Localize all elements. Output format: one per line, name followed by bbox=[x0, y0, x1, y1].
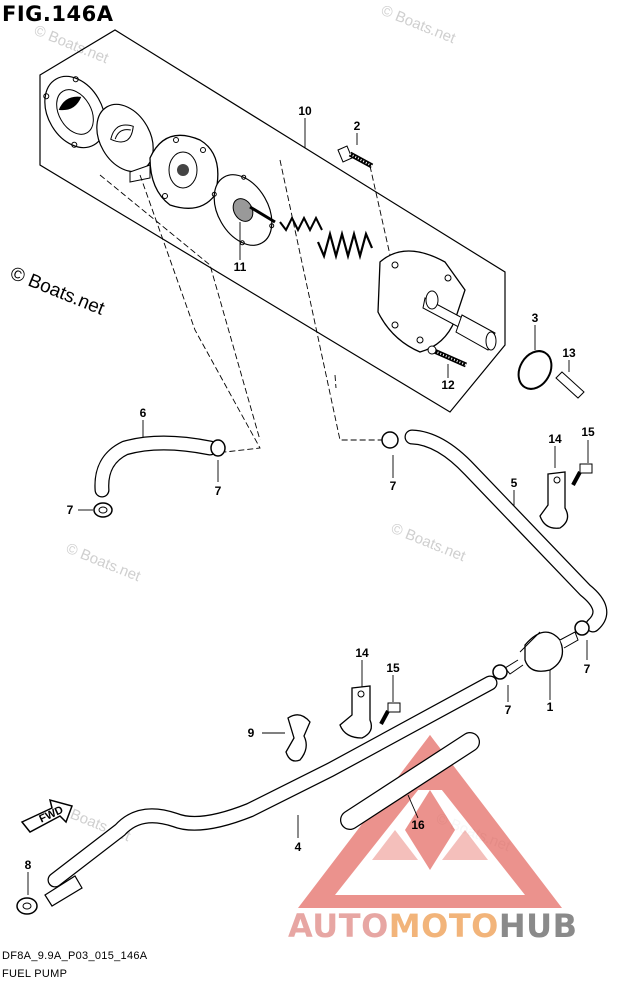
bolt-15 bbox=[379, 702, 401, 725]
callout-4: 4 bbox=[294, 840, 302, 854]
callout-14: 14 bbox=[548, 432, 562, 446]
callout-16: 16 bbox=[411, 818, 425, 832]
brand-part-auto: AUTO bbox=[288, 907, 389, 945]
callout-14: 14 bbox=[355, 646, 369, 660]
exploded-view-frame bbox=[39, 29, 506, 413]
fwd-label: FWD bbox=[37, 804, 65, 825]
callout-2: 2 bbox=[353, 119, 361, 133]
screw-12 bbox=[427, 345, 468, 368]
callout-6: 6 bbox=[139, 406, 147, 420]
small-spring bbox=[279, 215, 323, 233]
callout-9: 9 bbox=[247, 726, 255, 740]
reference-lines bbox=[99, 159, 391, 453]
callout-13: 13 bbox=[562, 346, 576, 360]
hose-clamp bbox=[492, 664, 508, 680]
diagram-caption: FUEL PUMP bbox=[2, 968, 68, 980]
callout-7: 7 bbox=[583, 662, 591, 676]
brand-part-hub: HUB bbox=[498, 907, 578, 945]
large-spring bbox=[316, 229, 374, 261]
hose-clamp bbox=[381, 431, 399, 449]
hose-bracket-14 bbox=[539, 471, 569, 529]
callout-12: 12 bbox=[441, 378, 455, 392]
callout-15: 15 bbox=[386, 661, 400, 675]
pump-diaphragm bbox=[96, 103, 154, 173]
hose-bracket-14 bbox=[339, 685, 373, 739]
pin-13 bbox=[555, 371, 585, 399]
callout-3: 3 bbox=[531, 311, 539, 325]
hose-clamp bbox=[574, 620, 590, 636]
pump-cover bbox=[377, 250, 471, 353]
callout-5: 5 bbox=[510, 476, 518, 490]
callout-8: 8 bbox=[24, 858, 32, 872]
callout-1: 1 bbox=[546, 700, 554, 714]
figure-title: FIG.146A bbox=[2, 2, 114, 26]
bolt-2 bbox=[337, 145, 374, 169]
plunger bbox=[455, 314, 497, 351]
leader-lines bbox=[27, 118, 589, 895]
hose-clamp-8 bbox=[16, 897, 38, 915]
hose-5 bbox=[404, 429, 608, 633]
callout-10: 10 bbox=[298, 104, 312, 118]
o-ring bbox=[517, 350, 553, 390]
diaphragm-assembly bbox=[211, 174, 275, 246]
diagram-code: DF8A_9.9A_P03_015_146A bbox=[2, 950, 148, 962]
callout-7: 7 bbox=[214, 484, 222, 498]
hose-clamp bbox=[93, 502, 113, 518]
fuel-filter bbox=[504, 631, 579, 675]
bolt-15 bbox=[571, 463, 593, 486]
hose-clip-9 bbox=[285, 714, 311, 762]
forward-arrow: FWD bbox=[20, 798, 73, 833]
callout-15: 15 bbox=[581, 425, 595, 439]
callout-7: 7 bbox=[389, 479, 397, 493]
hose-clamp bbox=[210, 439, 226, 457]
brand-wordmark: AUTOMOTOHUB bbox=[288, 907, 578, 945]
brand-part-moto: MOTO bbox=[388, 907, 499, 945]
callout-7: 7 bbox=[66, 503, 74, 517]
callout-11: 11 bbox=[233, 260, 247, 274]
callout-7: 7 bbox=[504, 703, 512, 717]
